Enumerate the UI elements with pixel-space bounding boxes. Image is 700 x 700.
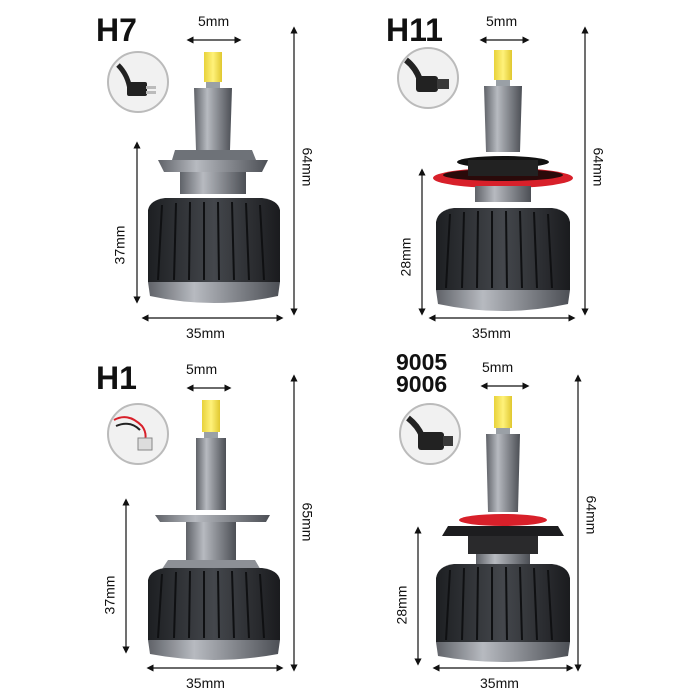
- base-height-label-h11: 28mm: [397, 237, 414, 277]
- panel-h11: H11 5mm 64mm 28mm 35mm: [350, 0, 700, 350]
- total-height-label-h1: 65mm: [299, 502, 316, 542]
- h7-bulb-drawing: [107, 26, 298, 322]
- model-label-h1: H1: [96, 360, 137, 396]
- h11-bulb-drawing: [397, 26, 589, 322]
- base-height-label-9005: 28mm: [393, 585, 410, 625]
- total-height-label-h11: 64mm: [590, 147, 607, 187]
- total-height-label-h7: 64mm: [299, 147, 316, 187]
- h11-connector-icon: [397, 47, 459, 109]
- model-label-h11: H11: [386, 12, 443, 48]
- tip-width-label-h1: 5mm: [186, 361, 218, 377]
- model-label-h7: H7: [96, 12, 137, 48]
- base-width-label-h7: 35mm: [186, 325, 225, 341]
- tip-width-label-h11: 5mm: [486, 13, 518, 29]
- 9005-bulb-drawing: [399, 374, 582, 672]
- base-width-label-h11: 35mm: [472, 325, 511, 341]
- h7-connector-icon: [107, 51, 169, 113]
- model-label-9005: 9005: [396, 349, 448, 375]
- total-height-label-9005: 64mm: [583, 495, 600, 535]
- 9005-connector-icon: [399, 403, 461, 465]
- tip-width-label-h7: 5mm: [198, 13, 230, 29]
- panel-h1: H1 5mm 65mm 37mm 35mm: [0, 350, 350, 700]
- base-height-label-h1: 37mm: [101, 575, 118, 615]
- base-height-label-h7: 37mm: [111, 225, 128, 265]
- model-label-9006: 9006: [396, 371, 448, 397]
- h1-wire-connector-icon: [107, 403, 169, 465]
- base-width-label-h1: 35mm: [186, 675, 225, 691]
- base-width-label-9005: 35mm: [480, 675, 519, 691]
- panel-h7: H7 5mm 64mm 37mm 35mm: [0, 0, 350, 350]
- panel-9005-9006: 9005 9006 5mm 64mm 28mm 35mm: [350, 350, 700, 700]
- h1-bulb-drawing: [107, 374, 298, 672]
- tip-width-label-9005: 5mm: [482, 359, 514, 375]
